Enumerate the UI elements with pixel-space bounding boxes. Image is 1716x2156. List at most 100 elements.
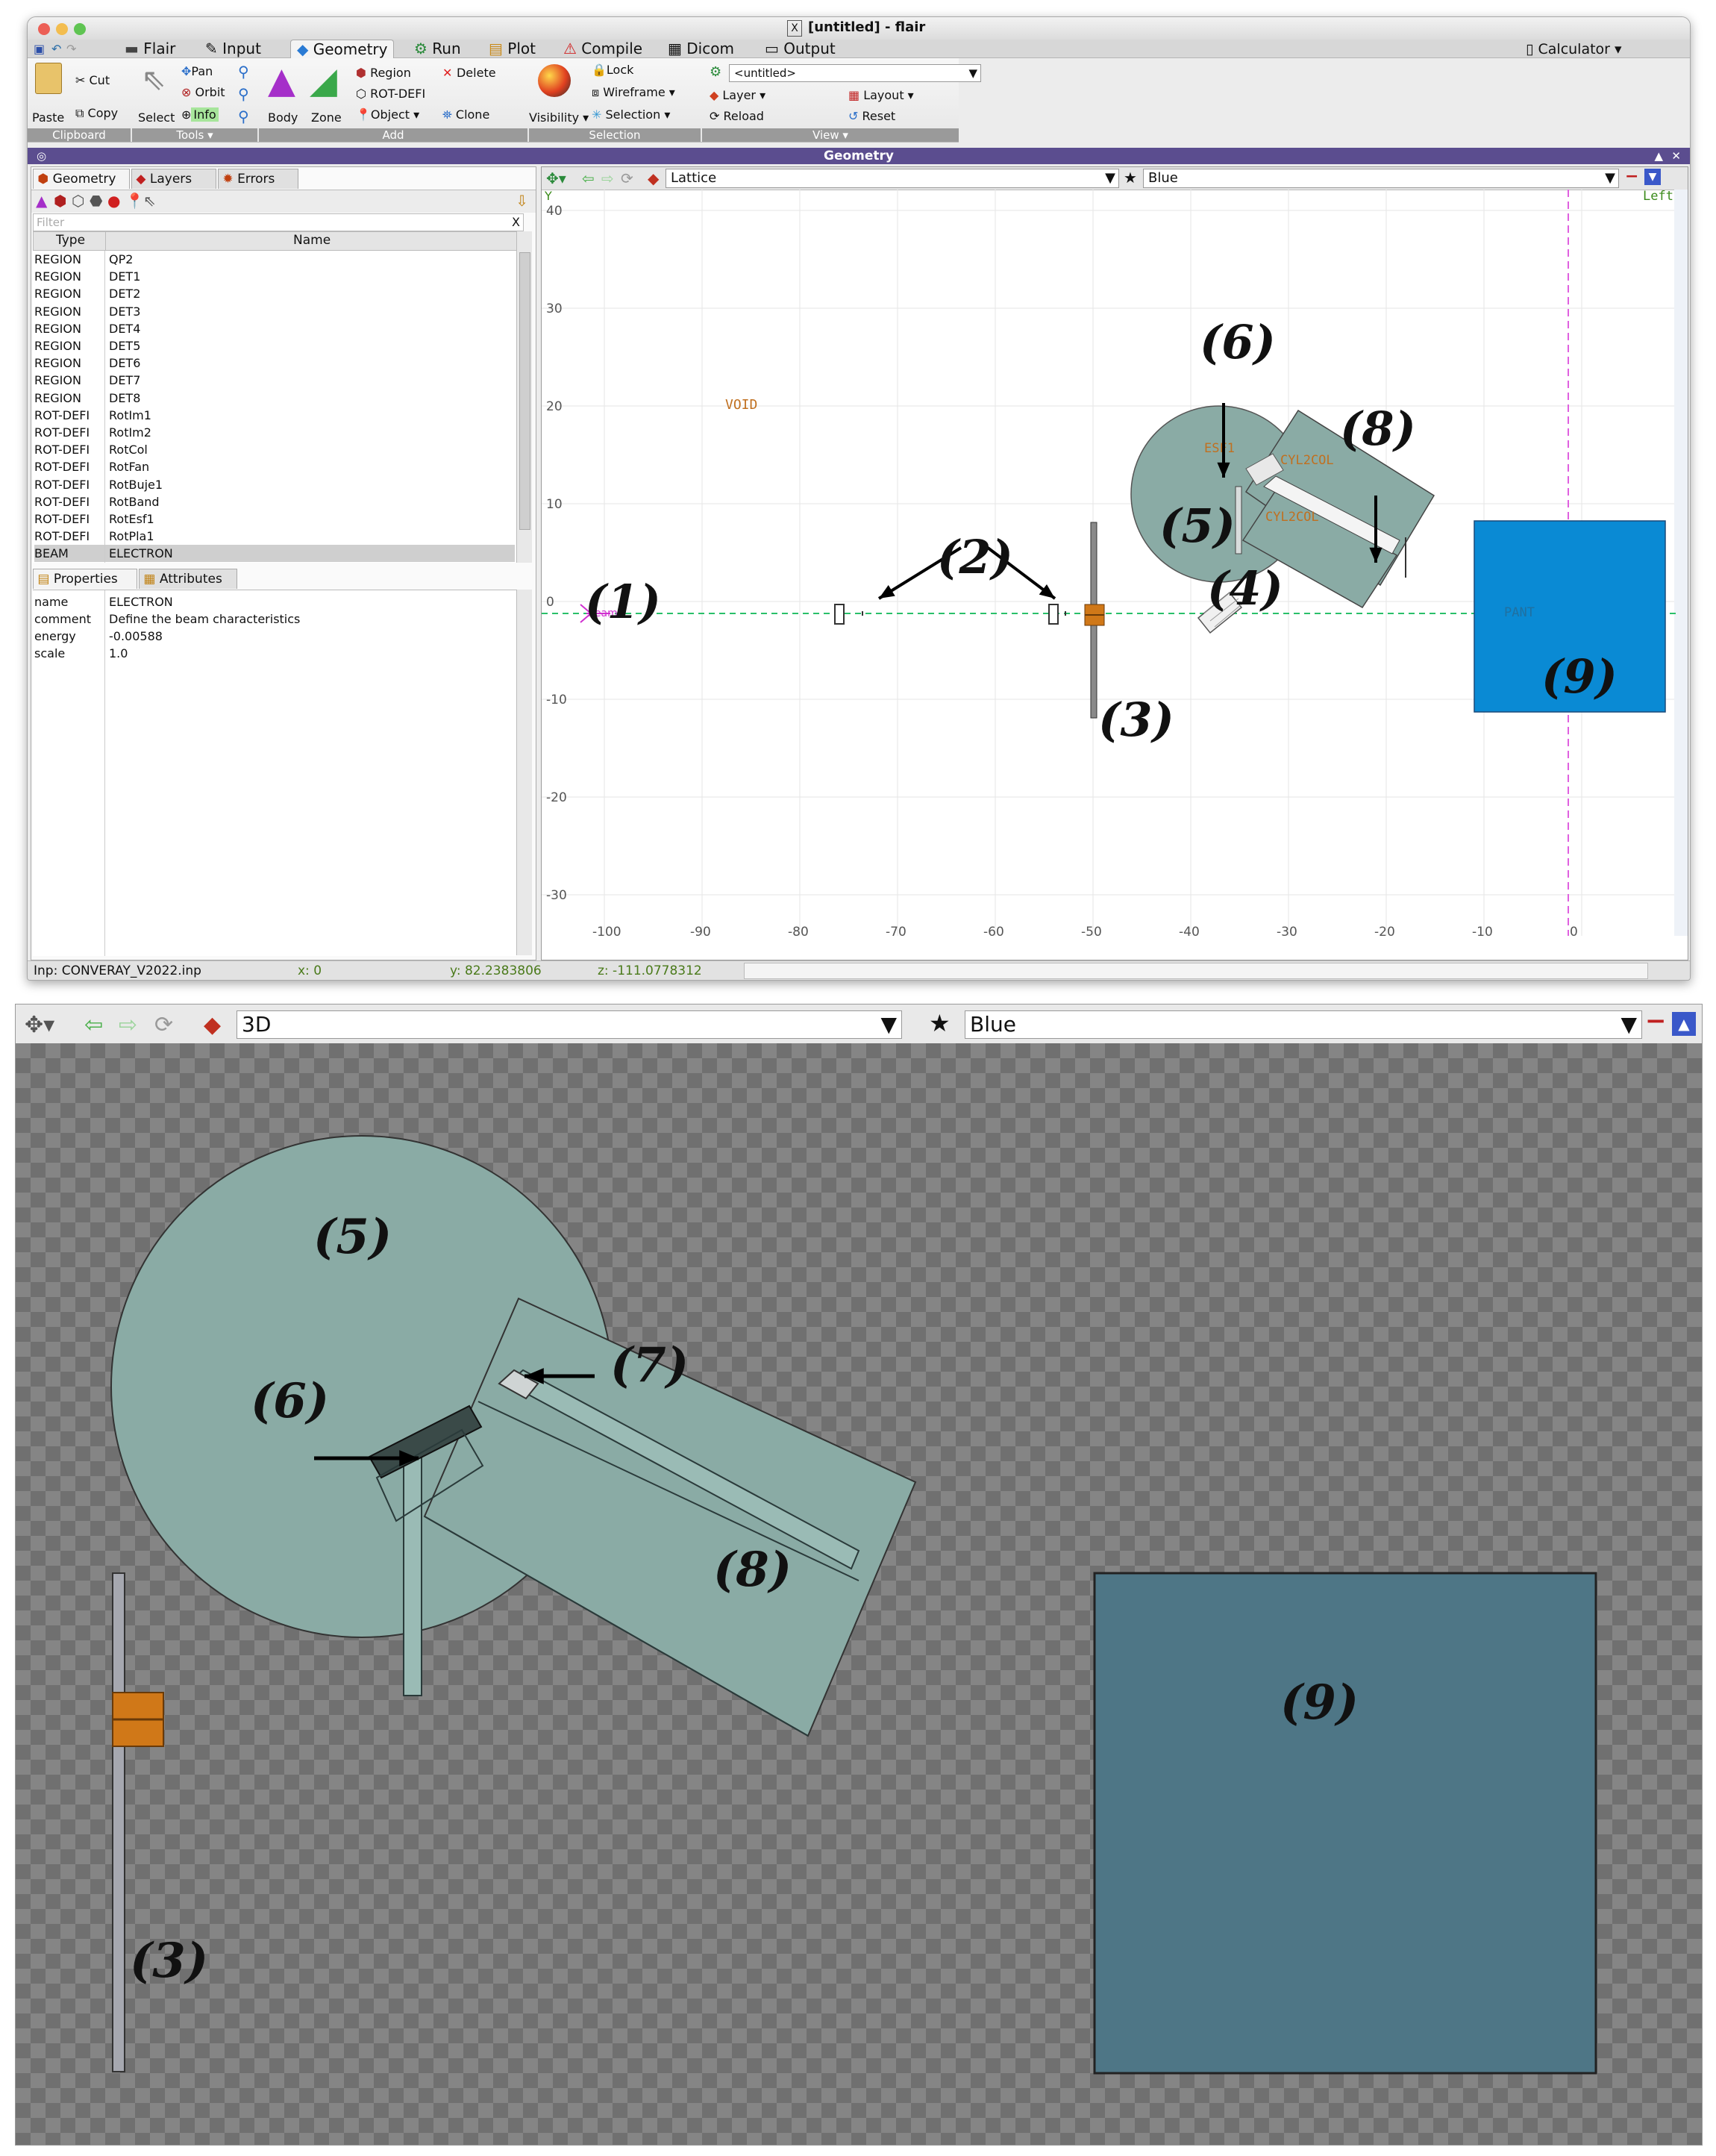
left-tab-layers[interactable]: ◆ Layers — [131, 169, 216, 189]
filter-select-icon[interactable]: ⇖ — [143, 192, 156, 210]
table-scroll-thumb[interactable] — [519, 252, 530, 530]
close-window-button[interactable] — [38, 23, 50, 35]
geometry-canvas[interactable]: 403020100-10-20-30-100-90-80-70-60-50-40… — [542, 190, 1688, 960]
3d-layer-combo[interactable]: 3D▼ — [237, 1010, 902, 1039]
viewport-menu-icon[interactable]: ▼ — [1644, 169, 1661, 185]
3d-forward-icon[interactable]: ⇨ — [119, 1012, 138, 1038]
untitled-combo[interactable]: <untitled>▼ — [729, 64, 981, 82]
color-combo[interactable]: Blue▼ — [1143, 169, 1619, 188]
column-type[interactable]: Type — [56, 233, 86, 248]
redo-icon[interactable]: ↷ — [66, 42, 77, 56]
left-tab-geometry[interactable]: ⬢ Geometry — [33, 169, 130, 189]
zoom-in-icon[interactable]: ⚲ — [238, 63, 249, 81]
zoom-fit-icon[interactable]: ⚲ — [238, 107, 249, 125]
zoom-out-icon[interactable]: ⚲ — [238, 85, 249, 103]
minus-icon[interactable]: − — [1625, 167, 1639, 186]
tab-output[interactable]: ▭ Output — [765, 40, 836, 57]
paste-button[interactable]: Paste — [32, 110, 65, 125]
tab-run[interactable]: ⚙ Run — [414, 40, 461, 57]
table-scrollbar[interactable] — [516, 231, 532, 563]
tab-properties[interactable]: ▤ Properties — [33, 569, 137, 589]
3d-color-combo[interactable]: Blue▼ — [965, 1010, 1642, 1039]
reset-button[interactable]: ↺ Reset — [848, 109, 896, 123]
viewport-move-icon[interactable]: ✥▾ — [546, 169, 566, 187]
properties-scrollbar[interactable] — [516, 590, 532, 955]
layer-combo[interactable]: Lattice▼ — [666, 169, 1119, 188]
filter-clear-button[interactable]: X — [512, 215, 520, 229]
filter-sort-icon[interactable]: ⇩ — [516, 192, 528, 210]
3d-viewport[interactable]: ✥▾ ⇦ ⇨ ⟳ ◆ 3D▼ ★ Blue▼ − ▲ — [15, 1004, 1703, 2146]
filter-material-icon[interactable]: ● — [107, 192, 121, 210]
layer-button[interactable]: ◆ Layer ▾ — [710, 88, 766, 102]
3d-menu-icon[interactable]: ▲ — [1672, 1012, 1696, 1036]
left-tab-errors[interactable]: ✹ Errors — [218, 169, 298, 189]
panel-close-icon[interactable]: ✕ — [1671, 149, 1681, 163]
layout-button[interactable]: ▦ Layout ▾ — [848, 88, 914, 102]
selection-button[interactable]: ✳ Selection ▾ — [592, 107, 671, 122]
3d-star-icon[interactable]: ★ — [929, 1009, 951, 1037]
region-button[interactable]: ⬢ Region — [356, 66, 411, 80]
3d-refresh-icon[interactable]: ⟳ — [154, 1012, 174, 1038]
column-name[interactable]: Name — [293, 233, 331, 248]
save-icon[interactable]: ▣ — [34, 42, 46, 56]
filter-input[interactable]: Filter X — [33, 213, 524, 231]
filter-transform-icon[interactable]: ⬣ — [90, 192, 103, 210]
reload-button[interactable]: ⟳ Reload — [710, 109, 764, 123]
tab-dicom[interactable]: ▦ Dicom — [668, 40, 734, 57]
3d-minus-icon[interactable]: − — [1645, 1006, 1667, 1036]
filter-body-icon[interactable]: ▲ — [36, 192, 48, 210]
filter-region-icon[interactable]: ⬢ — [54, 192, 67, 210]
tab-flair[interactable]: ▬ Flair — [125, 40, 176, 57]
tab-compile[interactable]: ⚠ Compile — [563, 40, 643, 57]
object-button[interactable]: 📍Object ▾ — [356, 107, 420, 122]
refresh-icon[interactable]: ⟳ — [621, 169, 633, 187]
body-button[interactable]: Body — [268, 110, 298, 125]
3d-back-icon[interactable]: ⇦ — [84, 1012, 104, 1038]
tab-attributes[interactable]: ▦ Attributes — [139, 569, 237, 589]
panel-collapse-icon[interactable]: ▲ — [1654, 149, 1663, 163]
tab-input[interactable]: ✎ Input — [205, 40, 261, 57]
minimize-window-button[interactable] — [56, 23, 68, 35]
star-icon[interactable]: ★ — [1124, 169, 1137, 187]
copy-button[interactable]: ⧉ Copy — [75, 106, 119, 120]
back-arrow-icon[interactable]: ⇦ — [582, 169, 595, 187]
3d-canvas[interactable] — [16, 1043, 1702, 2145]
forward-arrow-icon[interactable]: ⇨ — [601, 169, 614, 187]
select-button[interactable]: Select — [138, 110, 175, 125]
maximize-window-button[interactable] — [74, 23, 86, 35]
tab-geometry[interactable]: ◆ Geometry — [290, 40, 395, 58]
orbit-button[interactable]: ⊗ Orbit — [181, 85, 225, 99]
tab-plot[interactable]: ▤ Plot — [489, 40, 536, 57]
info-button[interactable]: ⊕Info — [181, 107, 219, 122]
zone-button[interactable]: Zone — [311, 110, 342, 125]
delete-button[interactable]: ✕ Delete — [442, 66, 496, 80]
filter-rotdefi-icon[interactable]: ⬡ — [72, 192, 85, 210]
pan-button[interactable]: ✥Pan — [181, 64, 213, 78]
rotdefi-button[interactable]: ⬡ ROT-DEFI — [356, 87, 426, 101]
filter-object-icon[interactable]: 📍 — [125, 192, 144, 210]
calculator-button[interactable]: ▯ Calculator ▾ — [1526, 41, 1622, 57]
wireframe-button[interactable]: ⧈ Wireframe ▾ — [592, 85, 675, 99]
3d-move-icon[interactable]: ✥▾ — [25, 1012, 55, 1038]
cut-button[interactable]: ✂ Cut — [75, 73, 110, 87]
undo-icon[interactable]: ↶ — [51, 42, 62, 56]
visibility-button[interactable]: Visibility ▾ — [529, 110, 589, 125]
